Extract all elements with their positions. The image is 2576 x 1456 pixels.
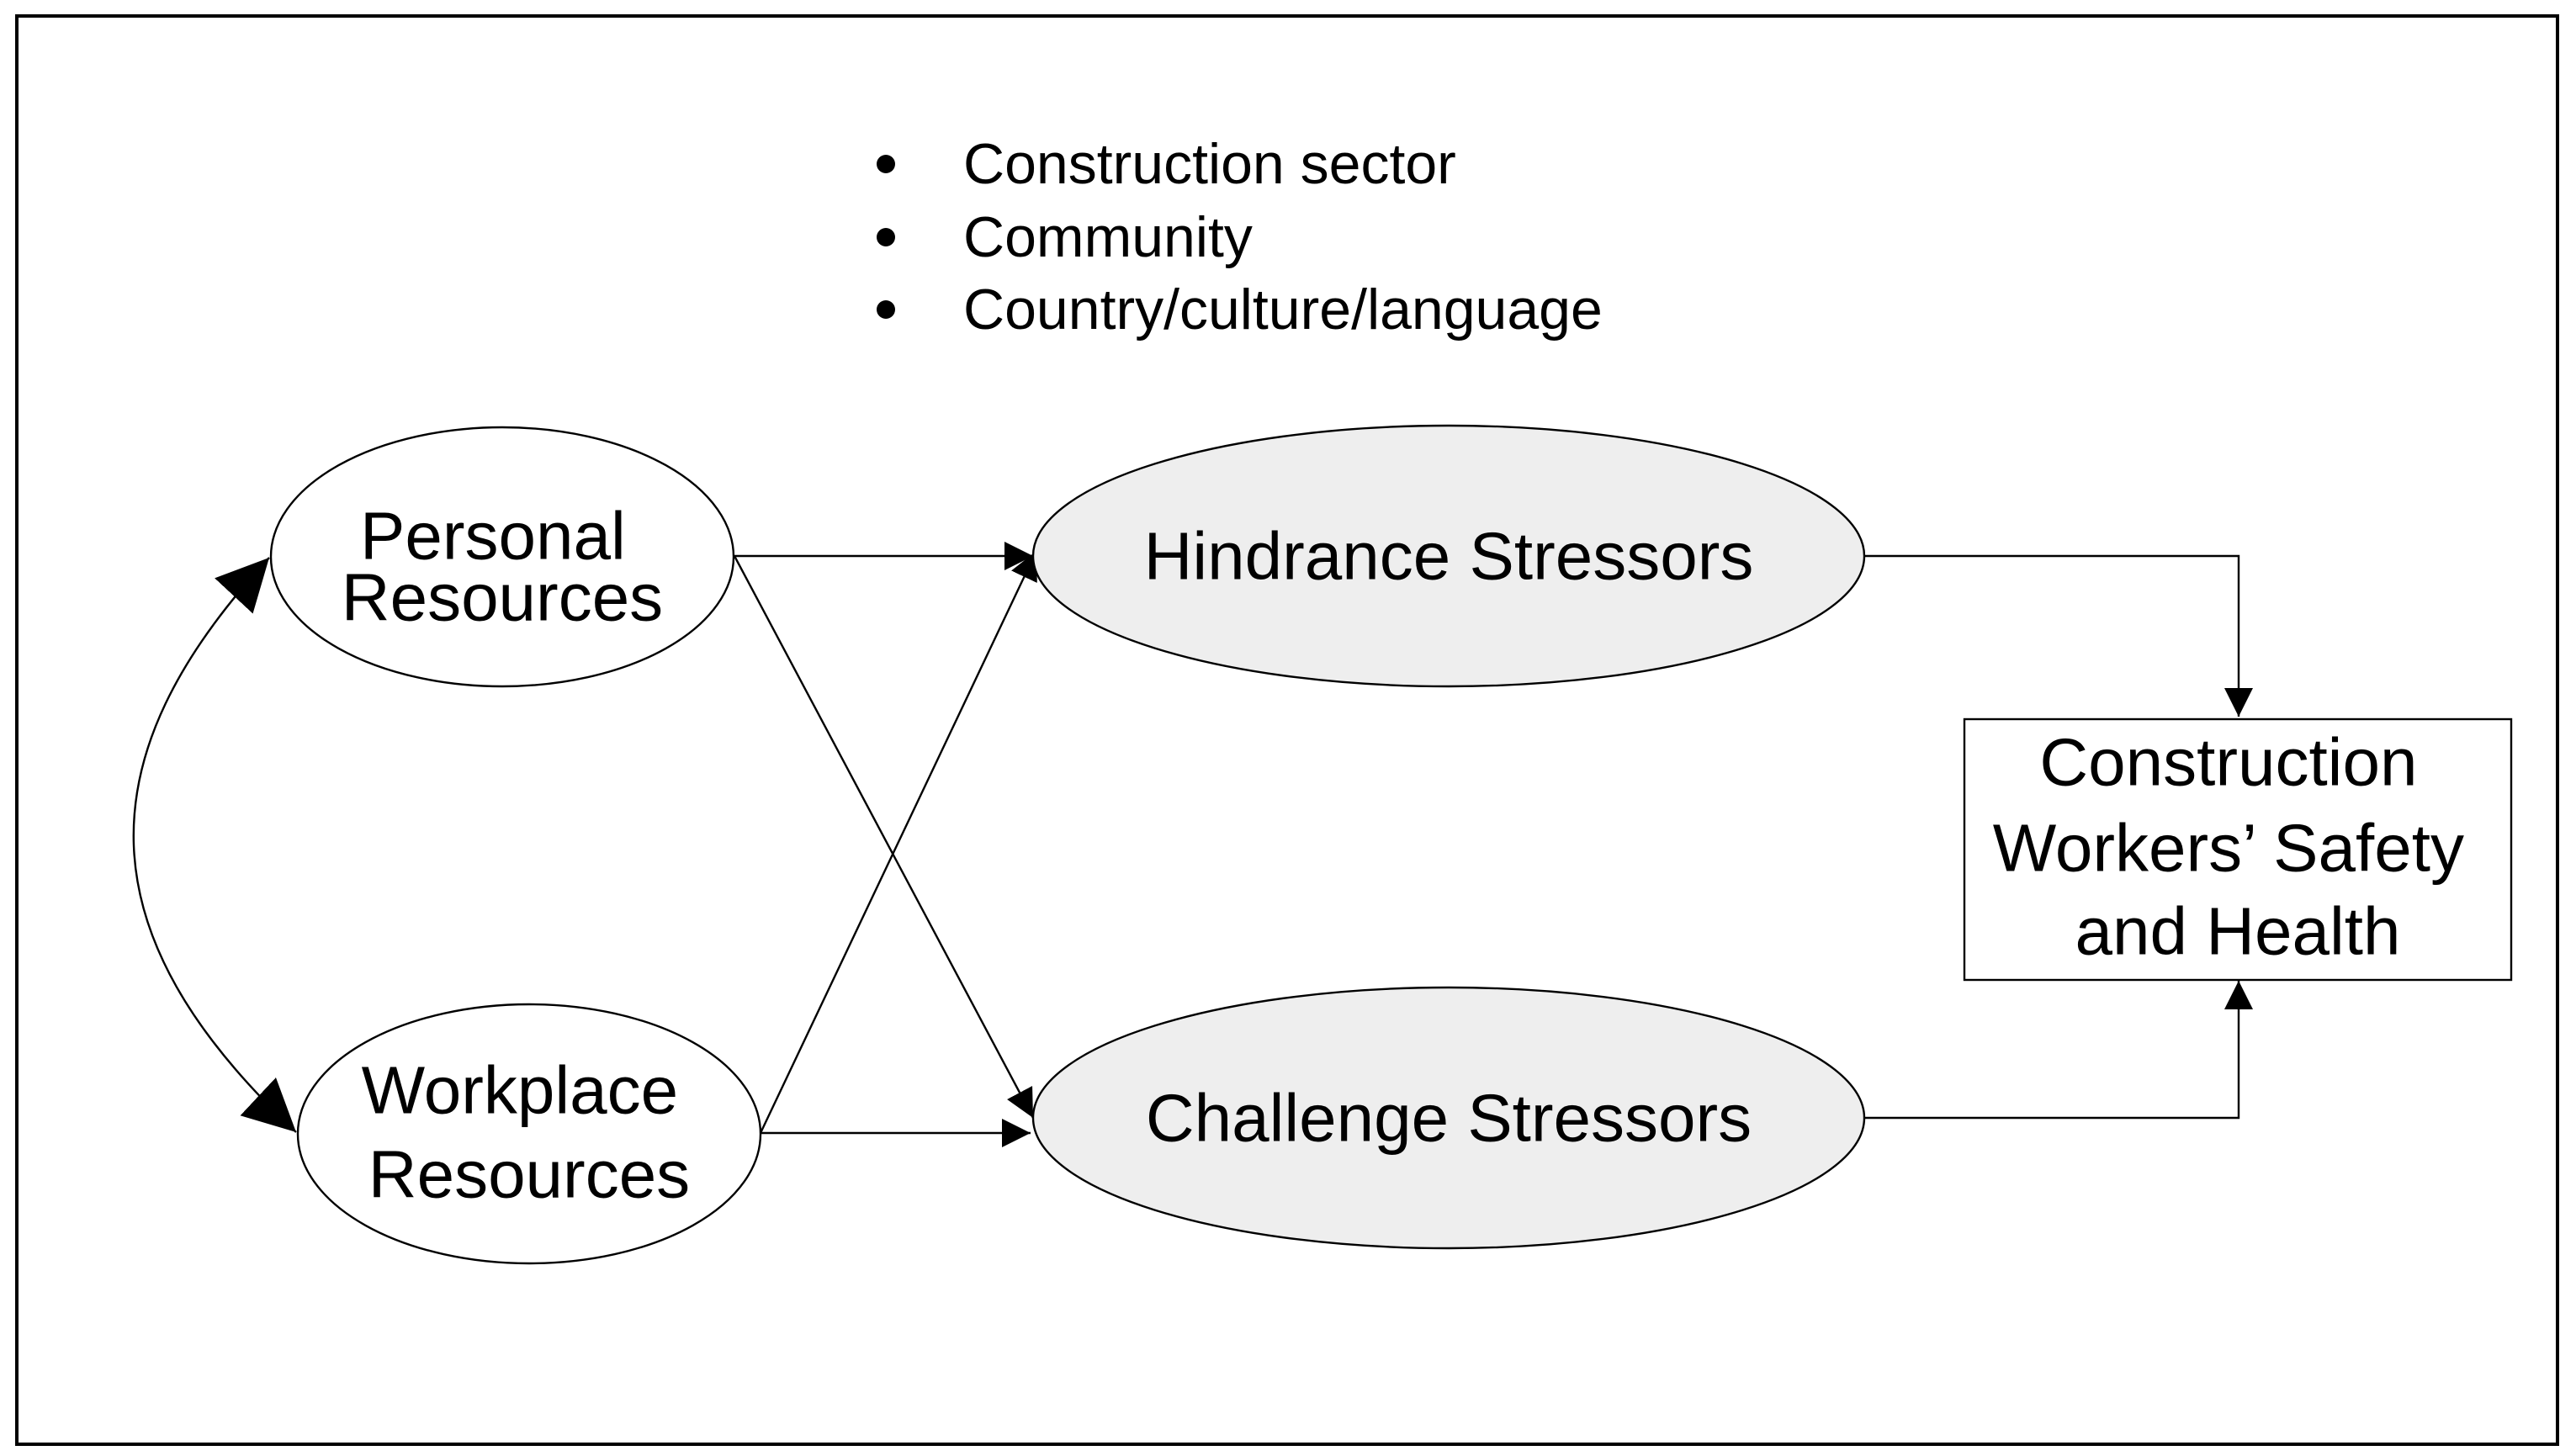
diagram-frame — [15, 14, 2559, 1446]
bullet-dot — [877, 155, 895, 173]
hindrance-stressors-label: Hindrance Stressors — [1144, 519, 1754, 594]
node-challenge-stressors: Challenge Stressors — [1031, 986, 1866, 1250]
bullet-dot — [877, 300, 895, 319]
context-factor-item: Country/culture/language — [877, 278, 1603, 341]
outcome-box — [1963, 717, 2513, 982]
hindrance-stressors-ellipse — [1031, 424, 1866, 688]
node-hindrance-stressors: Hindrance Stressors — [1031, 424, 1866, 688]
edge-personal-to-challenge — [733, 555, 1035, 1119]
outcome-label: Construction Workers’ Safety and Health — [1993, 702, 2483, 969]
node-personal-resources: Personal Resources — [269, 426, 735, 688]
workplace-resources-ellipse — [296, 1003, 762, 1265]
context-factor-label: Construction sector — [963, 132, 1456, 196]
challenge-stressors-label: Challenge Stressors — [1146, 1081, 1752, 1156]
context-factor-item: Community — [877, 205, 1253, 269]
workplace-resources-label: Workplace Resources — [362, 1030, 697, 1212]
context-factor-label: Country/culture/language — [963, 278, 1603, 341]
personal-resources-ellipse — [269, 426, 735, 688]
edge-challenge-to-outcome — [1865, 981, 2253, 1120]
node-outcome: Construction Workers’ Safety and Health — [1963, 702, 2513, 982]
personal-resources-label: Personal Resources — [342, 475, 663, 635]
edge-workplace-to-hindrance — [759, 550, 1038, 1134]
context-factor-list: Construction sector Community Country/cu… — [877, 132, 1603, 341]
challenge-stressors-ellipse — [1031, 986, 1866, 1250]
edges — [132, 542, 2253, 1147]
bullet-dot — [877, 228, 895, 246]
edge-hindrance-to-outcome — [1865, 554, 2253, 717]
context-factor-label: Community — [963, 205, 1253, 269]
context-factor-item: Construction sector — [877, 132, 1456, 196]
edge-personal-workplace-correlation — [132, 557, 297, 1133]
node-workplace-resources: Workplace Resources — [296, 1003, 762, 1265]
